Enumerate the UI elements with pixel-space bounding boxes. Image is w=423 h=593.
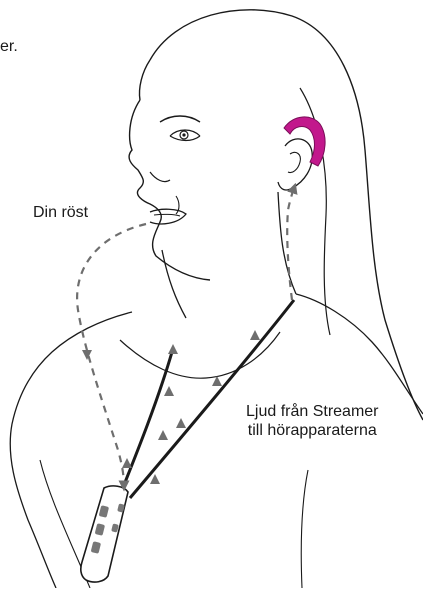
cord-arrow [168, 344, 178, 354]
right-cord-arrows [122, 330, 260, 468]
truncated-edge-text: er. [0, 37, 18, 56]
cord-arrow [250, 330, 260, 340]
right-side-seam [301, 470, 308, 588]
cord-arrow [176, 418, 186, 428]
eye-pupil [182, 133, 185, 136]
voice-path-mid-arrow [82, 350, 92, 360]
hair-outline [150, 10, 423, 420]
cheek-line [176, 196, 179, 214]
mouth-inner [154, 214, 180, 216]
cord-arrow [122, 458, 132, 468]
hair-inner-line [139, 60, 150, 100]
ear-inner [288, 152, 300, 172]
cord-arrow [150, 474, 160, 484]
mouth-outer [150, 209, 186, 224]
sound-label-line2: till hörapparaterna [246, 421, 379, 440]
streamer-device-icon [81, 486, 128, 582]
cord-arrow [164, 386, 174, 396]
sound-label-line1: Ljud från Streamer [246, 402, 379, 421]
sound-path-arrow [287, 188, 294, 300]
sound-label: Ljud från Streamer till hörapparaterna [246, 402, 379, 440]
lanyard-cord-left [118, 352, 172, 500]
shoulder-right [296, 294, 423, 414]
ear-outline [278, 139, 312, 190]
cord-arrow [158, 430, 168, 440]
face-profile [129, 100, 210, 280]
nose [150, 172, 170, 182]
voice-label: Din röst [33, 203, 88, 222]
eyebrow [160, 116, 200, 122]
lanyard-cord-right [130, 300, 294, 498]
neck-front [162, 250, 186, 318]
